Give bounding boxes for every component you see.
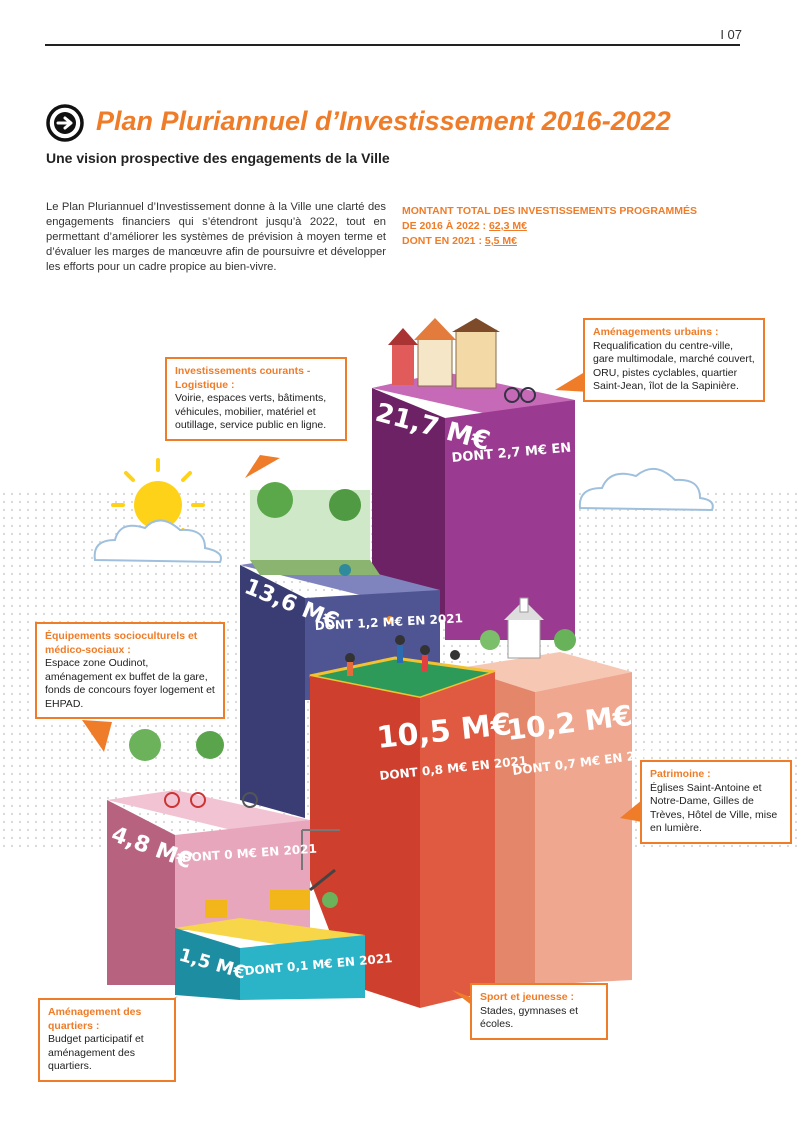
callout-quartiers-title: Aménagement des quartiers : [48, 1006, 142, 1032]
callout-sport-title: Sport et jeunesse : [480, 991, 574, 1003]
callout-socio: Équipements socioculturels et médico-soc… [35, 622, 225, 719]
total-line2: DE 2016 À 2022 : 62,3 M€ [402, 220, 527, 232]
intro-paragraph: Le Plan Pluriannuel d’Investissement don… [46, 201, 386, 273]
church-icon [480, 597, 576, 659]
page-subtitle: Une vision prospective des engagements d… [46, 150, 390, 166]
callout-patrimoine-title: Patrimoine : [650, 768, 711, 780]
callout-urbains: Aménagements urbains : Requalification d… [583, 318, 765, 402]
cloud-icon [578, 468, 714, 512]
callout-patrimoine-text: Églises Saint-Antoine et Notre-Dame, Gil… [650, 781, 778, 835]
callout-sport-text: Stades, gymnases et écoles. [480, 1004, 579, 1031]
block-quartiers [175, 918, 365, 1000]
cyclists-icon [129, 729, 258, 808]
cloud-icon [93, 519, 222, 564]
callout-urbains-text: Requalification du centre-ville, gare mu… [593, 339, 755, 393]
callout-sport: Sport et jeunesse : Stades, gymnases et … [470, 983, 608, 1040]
callout-socio-title: Équipements socioculturels et médico-soc… [45, 630, 198, 656]
callout-quartiers-text: Budget participatif et aménagement des q… [48, 1033, 144, 1072]
callout-urbains-title: Aménagements urbains : [593, 326, 719, 338]
basketball-court-icon [345, 616, 460, 676]
total-amount: 62,3 M€ [488, 220, 527, 232]
callout-patrimoine: Patrimoine : Églises Saint-Antoine et No… [640, 760, 792, 844]
total-line1: MONTANT TOTAL DES INVESTISSEMENTS PROGRA… [402, 205, 697, 217]
total-line3: DONT EN 2021 : 5,5 M€ [402, 235, 517, 247]
callout-socio-text: Espace zone Oudinot, aménagement ex buff… [45, 657, 215, 710]
total-2021-amount: 5,5 M€ [484, 235, 517, 247]
callout-courants-text: Voirie, espaces verts, bâtiments, véhicu… [175, 392, 327, 431]
header-rule [45, 44, 740, 46]
park-icon [250, 482, 380, 576]
construction-icon [205, 829, 340, 918]
callout-courants-title: Investissements courants - Logistique : [175, 365, 311, 391]
page-number: I 07 [720, 27, 742, 42]
page-title: Plan Pluriannuel d’Investissement 2016-2… [96, 106, 671, 136]
callout-quartiers: Aménagement des quartiers : Budget parti… [38, 998, 176, 1082]
arrow-right-circle-icon [46, 104, 84, 142]
callout-courants: Investissements courants - Logistique : … [165, 357, 347, 441]
block-urbains [372, 372, 575, 640]
block-sport [309, 656, 496, 1008]
houses-icon [388, 318, 536, 403]
total-investment: MONTANT TOTAL DES INVESTISSEMENTS PROGRA… [402, 204, 732, 249]
